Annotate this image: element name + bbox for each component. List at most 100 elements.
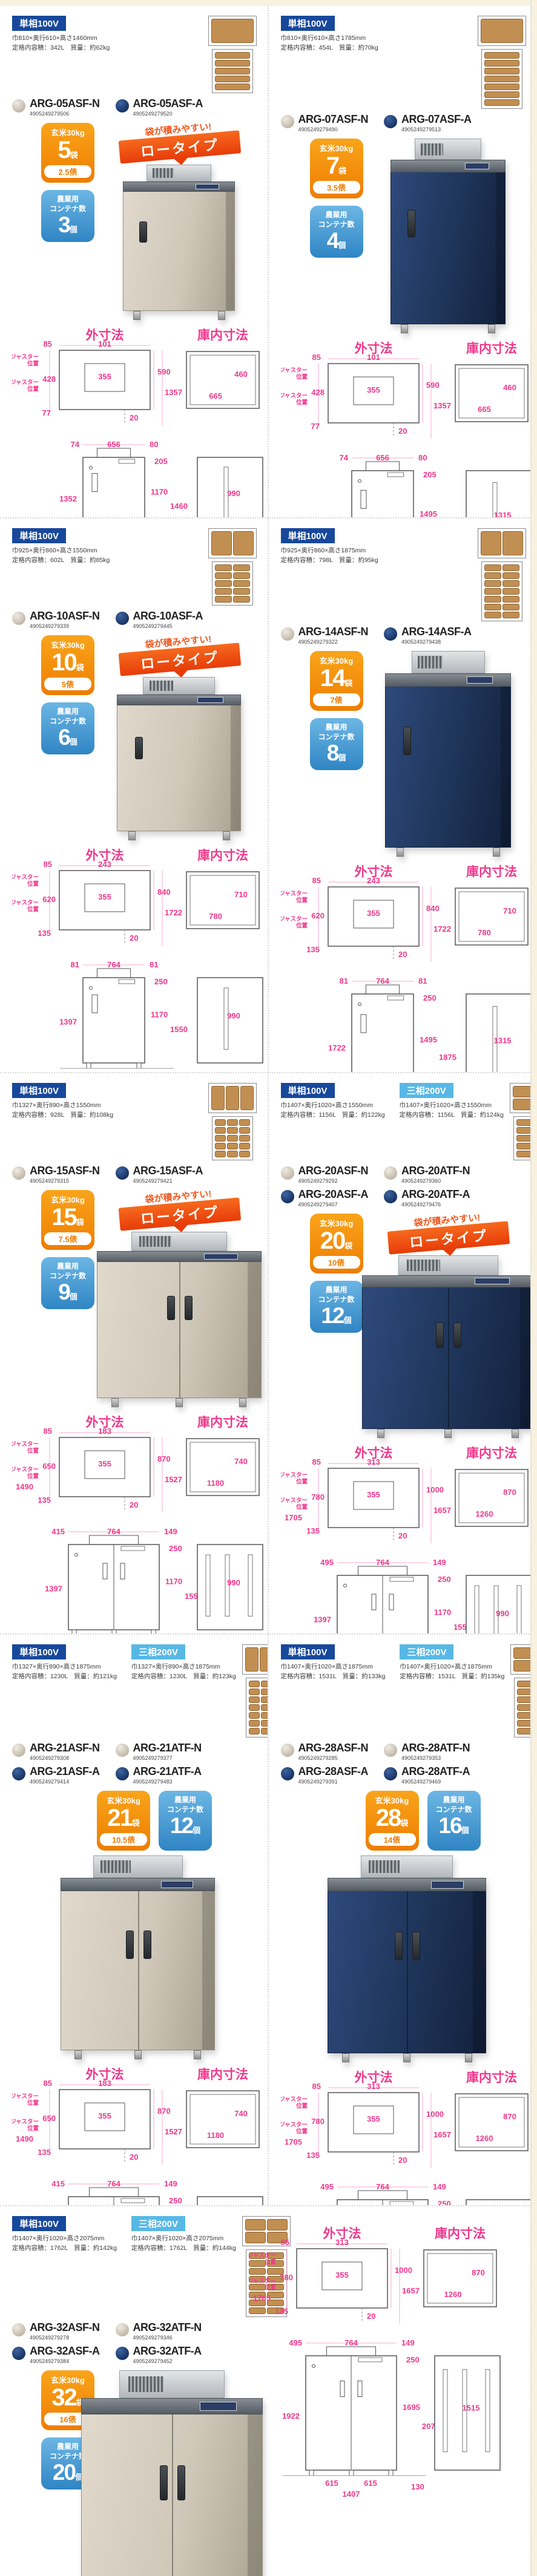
model-ean: 4905249279353 xyxy=(401,1755,441,1761)
cabinet-photo xyxy=(123,165,236,320)
dim-label: 85 xyxy=(44,860,52,869)
front-compressor xyxy=(326,2346,377,2356)
dim-label: 1170 xyxy=(151,488,168,497)
dim-label: 990 xyxy=(227,1578,240,1587)
photo-area: 袋が積みやすい!ロータイプ xyxy=(94,122,264,320)
rice-bag-icon xyxy=(266,2300,284,2306)
door-handle xyxy=(139,221,147,243)
adjuster-label: アジャスター xyxy=(281,1471,308,1479)
door-handle xyxy=(134,736,143,759)
dim-label: 990 xyxy=(227,1012,240,1021)
adjuster-feet xyxy=(362,1429,535,1438)
dim-label: 780 xyxy=(311,2117,325,2126)
cabinet-door xyxy=(96,1262,262,1398)
foot-icon xyxy=(377,1429,385,1438)
outer-dim-title: 外寸法 xyxy=(354,865,392,879)
adjuster-label: 位置 xyxy=(295,2102,308,2110)
load-plan-icon xyxy=(208,528,257,558)
dim-label: 1357 xyxy=(433,401,451,410)
model-ean: 4905249279483 xyxy=(133,1779,173,1785)
dim-label: 1722 xyxy=(165,908,182,917)
dim-label: 460 xyxy=(503,383,516,392)
rice-bag-icon xyxy=(502,580,519,587)
model-ean: 4905249279292 xyxy=(298,1178,338,1184)
rice-badge-count: 21袋 xyxy=(107,1805,140,1831)
capacity-spec: 定格内容積：454L 質量：約70kg xyxy=(280,44,378,51)
dim-label: 1922 xyxy=(282,2411,300,2421)
rice-bag-icon xyxy=(484,52,519,59)
adjuster-feet xyxy=(385,848,511,857)
dim-label: 355 xyxy=(367,909,380,918)
dim-label: 85 xyxy=(44,2079,52,2088)
keyhole xyxy=(357,479,361,483)
silver-color-swatch xyxy=(12,612,25,625)
dim-label: 620 xyxy=(42,895,56,904)
model-name: ARG-15ASF-N xyxy=(30,1165,100,1177)
dim-label: 495 xyxy=(320,2182,334,2191)
size-spec: 巾1407×奥行1020×高さ2075mm xyxy=(131,2235,224,2242)
rice-bag-icon xyxy=(484,564,501,571)
dim-label: 415 xyxy=(51,2179,65,2188)
cabinet-photo xyxy=(390,139,506,333)
model-name: ARG-07ASF-A xyxy=(401,113,472,125)
dim-label: 590 xyxy=(157,367,171,376)
dim-label: 80 xyxy=(150,440,158,449)
size-spec: 巾1327×奥行890×高さ1875mm xyxy=(131,1663,220,1670)
dim-label: 85 xyxy=(44,339,52,348)
photo-area: 袋が積みやすい!ロータイプ xyxy=(94,1189,264,1407)
silver-color-swatch xyxy=(12,2323,25,2336)
power-badge-three-phase: 三相200V xyxy=(400,1644,454,1659)
rice-bag-icon xyxy=(232,564,250,571)
navy-color-swatch xyxy=(384,115,398,128)
dim-label: 355 xyxy=(367,1490,380,1499)
load-plan-icon xyxy=(478,528,526,558)
rice-bag-icon xyxy=(225,1086,239,1110)
cabinet-photo xyxy=(96,1232,262,1407)
adjuster-label: 位置 xyxy=(27,2125,39,2132)
foot-icon xyxy=(341,2053,349,2062)
rice-bag-icon xyxy=(211,1086,225,1110)
size-spec: 巾925×奥行860×高さ1550mm xyxy=(12,547,97,554)
rice-bag-icon xyxy=(239,1143,250,1149)
rice-bag-icon xyxy=(484,580,501,587)
photo-area xyxy=(363,139,534,333)
dimension-diagram: 外寸法庫内寸法アジャスター位置アジャスター位置85183870355650152… xyxy=(5,2067,263,2205)
model-ean: 4905249279421 xyxy=(133,1178,173,1184)
model-name: ARG-15ASF-A xyxy=(133,1165,203,1177)
front-panel xyxy=(120,2198,145,2203)
capacity-spec: 定格内容積：1762L 質量：約142kg xyxy=(12,2244,117,2252)
rice-bag-icon xyxy=(266,2307,284,2314)
dim-label: 1352 xyxy=(59,494,77,503)
rice-bag-icon xyxy=(248,2268,266,2275)
cabinet-door xyxy=(123,191,236,311)
power-badge-single-phase: 単相100V xyxy=(12,1644,67,1659)
capacity-spec: 定格内容積：1762L 質量：約144kg xyxy=(131,2244,236,2252)
dim-label: 20 xyxy=(130,933,138,943)
front-panel xyxy=(358,2357,383,2362)
size-spec: 巾1407×奥行1020×高さ1875mm xyxy=(280,1663,373,1670)
model-ean: 4905249279346 xyxy=(133,2335,173,2341)
dim-label: 428 xyxy=(311,388,325,397)
size-spec: 巾1327×奥行890×高さ1875mm xyxy=(12,1663,101,1670)
dim-label: 77 xyxy=(311,422,319,431)
load-front-icon xyxy=(481,561,522,621)
rice-bag-icon xyxy=(232,531,254,555)
rice-bag-icon xyxy=(248,1720,260,1727)
adjuster-label: アジャスター xyxy=(281,2121,308,2128)
